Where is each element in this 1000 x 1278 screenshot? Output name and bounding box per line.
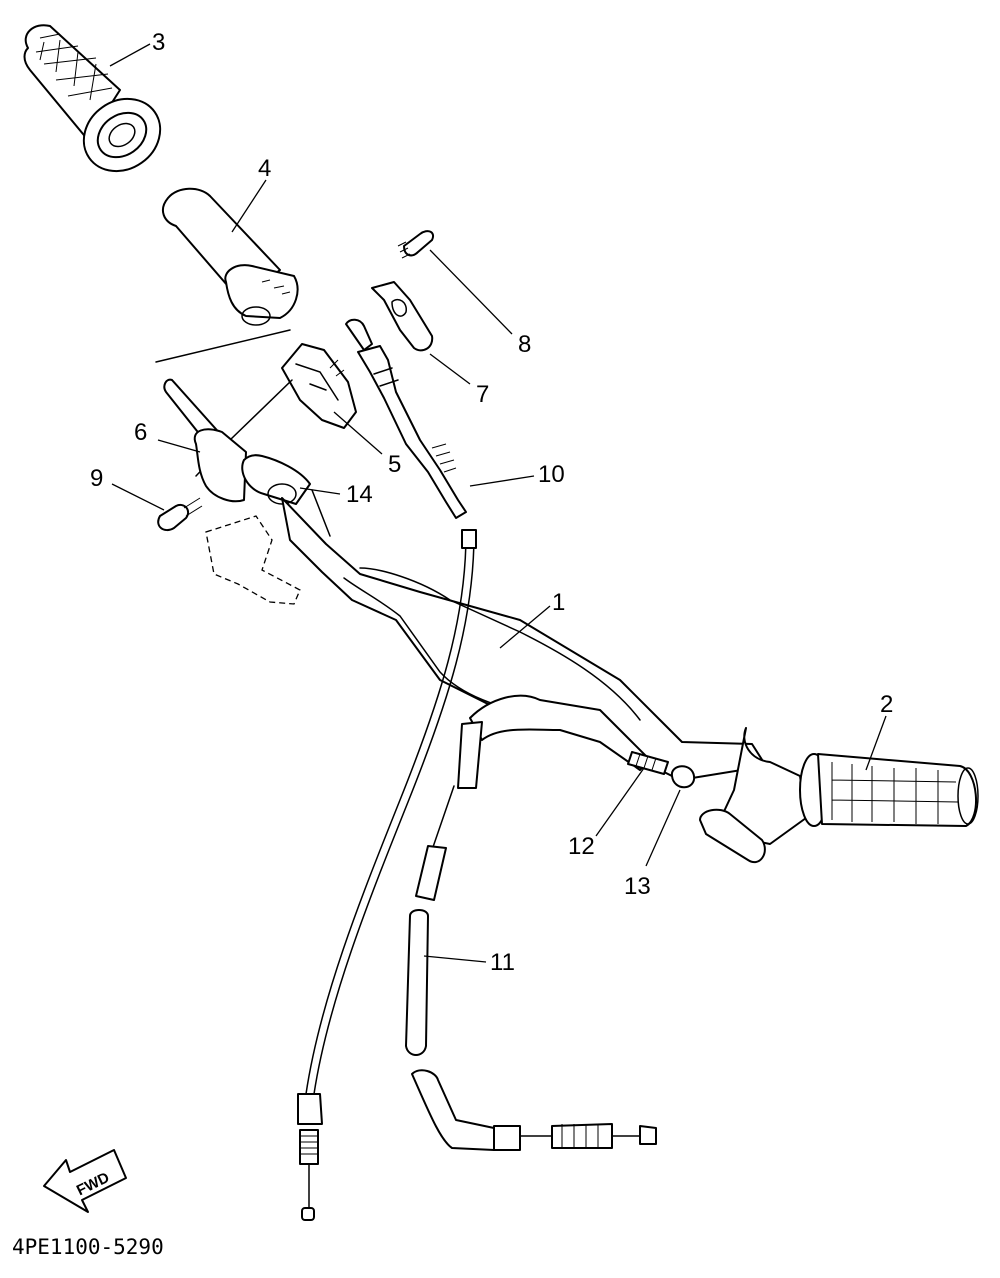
locknut-13: [670, 765, 696, 789]
callout-labels: 3 4 8 7 5 6 9 14 10 1 2 12 13 11: [90, 29, 893, 976]
throttle-cable-run: [297, 529, 477, 1221]
lever-tip: [699, 808, 766, 863]
throttle-cable-10: [345, 318, 467, 519]
callout-6: 6: [134, 419, 147, 446]
clutch-cable-11: [405, 694, 657, 1151]
part-code: 4PE1100-5290: [12, 1235, 164, 1259]
callout-8: 8: [518, 331, 531, 358]
adjuster-12: [627, 751, 669, 775]
throttle-grip: [161, 187, 299, 326]
screw-8: [397, 230, 434, 259]
grip-left: [23, 24, 162, 173]
callout-11: 11: [490, 949, 515, 976]
callout-10: 10: [538, 461, 565, 488]
callout-7: 7: [476, 381, 489, 408]
callout-3: 3: [152, 29, 165, 56]
bar-sleeve-14: [241, 454, 311, 505]
callout-1: 1: [552, 589, 565, 616]
callout-13: 13: [624, 873, 651, 900]
callout-12: 12: [568, 833, 595, 860]
callout-2: 2: [880, 691, 893, 718]
callout-14: 14: [346, 481, 373, 508]
throttle-housing-5: [281, 343, 357, 429]
cable-cap-7: [371, 281, 434, 352]
callout-9: 9: [90, 465, 103, 492]
grip-right: [719, 727, 979, 845]
fwd-arrow: FWD: [43, 1149, 127, 1213]
screw-9: [157, 497, 203, 532]
callout-5: 5: [388, 451, 401, 478]
leader-lines: [109, 43, 887, 963]
grip-collar-6: [163, 378, 247, 503]
lever-bracket-outline: [205, 515, 301, 605]
callout-4: 4: [258, 155, 271, 182]
handlebar-1: [281, 489, 767, 781]
